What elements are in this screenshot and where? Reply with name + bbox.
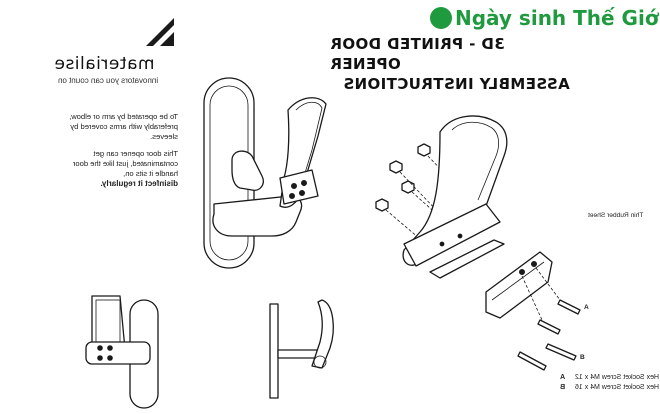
legend-row-a: Hex Socket Screw M4 x 12 A (560, 373, 659, 383)
parts-legend: Hex Socket Screw M4 x 12 A Hex Socket Sc… (560, 373, 659, 393)
brand-block: materialise innovators you can count on (40, 12, 180, 85)
hex-nuts (375, 143, 431, 212)
side-view-drawing (269, 299, 334, 399)
watermark-logo-icon (430, 7, 452, 29)
rubber-sheet-label: Thin Rubber Sheet (588, 212, 644, 219)
part-b-label: B (580, 354, 585, 361)
legend-a-key: A (560, 374, 566, 381)
legend-b-text: Hex Socket Screw M4 x 16 (575, 384, 660, 391)
front-view-drawing (85, 295, 159, 409)
exploded-assembly-drawing (375, 115, 581, 371)
legend-row-b: Hex Socket Screw M4 x 16 B (560, 383, 659, 393)
legend-b-key: B (560, 384, 566, 391)
perspective-view-drawing (203, 77, 327, 269)
watermark: Ngày sinh Thế Giới (430, 6, 660, 30)
part-a-label: A (584, 304, 589, 311)
watermark-text: Ngày sinh Thế Giới (455, 6, 660, 30)
materialise-logo-icon (146, 18, 174, 46)
hex-screws (517, 299, 581, 371)
legend-a-text: Hex Socket Screw M4 x 12 (575, 374, 660, 381)
